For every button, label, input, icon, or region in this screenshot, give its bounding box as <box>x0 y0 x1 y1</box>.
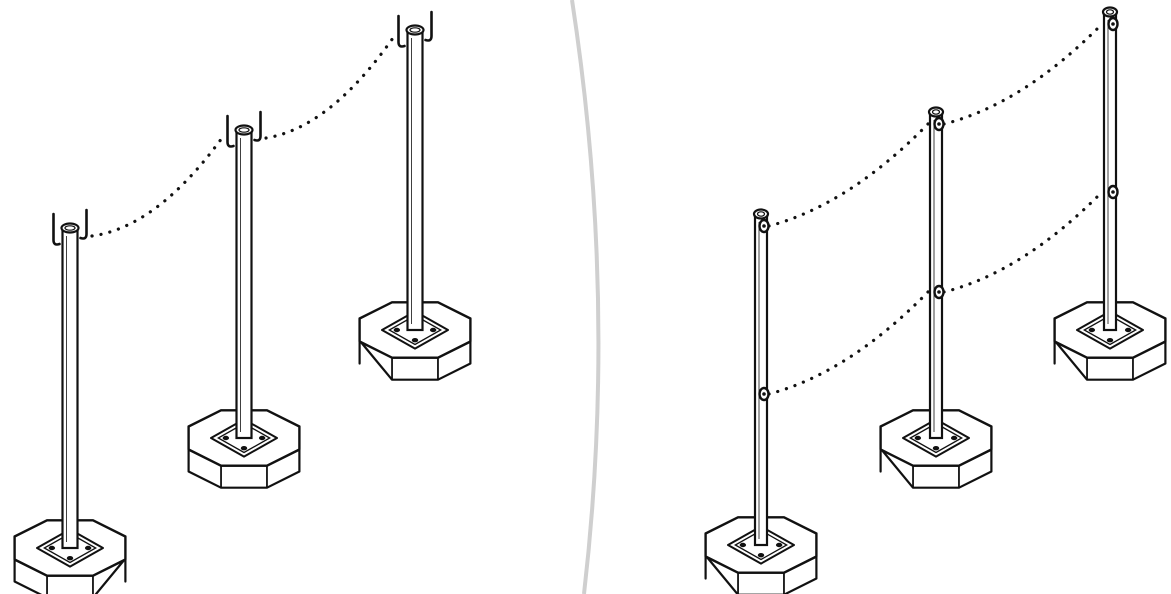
rope-clip <box>1107 184 1119 200</box>
post-cap-inner <box>409 27 421 33</box>
rope-clip <box>758 218 770 234</box>
rope-clip <box>933 116 945 132</box>
bolt <box>950 435 958 441</box>
bolt <box>429 327 437 333</box>
mount-plate-inner <box>1082 314 1138 346</box>
mount-plate-inner <box>387 314 443 346</box>
bolt <box>932 446 940 451</box>
post-cap <box>927 106 945 118</box>
post-cap-inner <box>64 225 76 231</box>
clip-pin <box>937 122 941 126</box>
bolt <box>393 327 401 333</box>
bolt <box>1106 338 1114 343</box>
post-cap-inner <box>931 109 941 115</box>
clip-pin <box>762 392 766 396</box>
stanchion-post <box>752 208 770 547</box>
post-shaft <box>928 110 944 440</box>
rope-hook <box>226 114 235 148</box>
right-panel-double-rope <box>704 6 1167 594</box>
stanchion-post <box>226 110 262 440</box>
post-cap <box>405 24 425 36</box>
post-cap <box>752 208 770 220</box>
rope <box>942 190 1104 294</box>
clip-pin <box>937 290 941 294</box>
rope <box>767 290 930 396</box>
rope-clip <box>933 284 945 300</box>
stanchion-base <box>879 409 993 489</box>
rope-hook <box>52 212 61 246</box>
panel-divider <box>570 0 601 594</box>
rope <box>90 136 224 238</box>
bolt <box>411 338 419 343</box>
bolt <box>1088 327 1096 333</box>
mount-plate-inner <box>42 532 98 564</box>
post-cap-inner <box>1105 9 1115 15</box>
bolt <box>757 553 765 558</box>
rope-clip <box>1107 16 1119 32</box>
mount-plate-inner <box>908 422 964 454</box>
bolt <box>914 435 922 441</box>
rope-hook <box>253 110 262 142</box>
bolt <box>48 545 56 551</box>
stanchion-post <box>927 106 945 440</box>
post-cap <box>234 124 254 136</box>
post-cap-inner <box>238 127 250 133</box>
bolt <box>84 545 92 551</box>
bolt <box>775 542 783 548</box>
post-cap <box>1101 6 1119 18</box>
bolt <box>222 435 230 441</box>
post-cap <box>60 222 80 234</box>
rope <box>942 22 1104 126</box>
post-shaft <box>235 128 253 440</box>
bolt <box>66 556 74 561</box>
post-shaft <box>1102 10 1118 332</box>
post-shaft <box>753 212 769 547</box>
stanchion-post <box>52 208 88 550</box>
clip-pin <box>762 224 766 228</box>
post-shaft <box>61 226 79 550</box>
stanchion-post <box>397 10 433 332</box>
rope-hook <box>397 14 406 48</box>
mount-plate-inner <box>733 529 789 561</box>
rope <box>767 122 930 228</box>
bolt <box>240 446 248 451</box>
clip-pin <box>1111 190 1115 194</box>
post-shaft <box>406 28 424 332</box>
left-panel-single-rope <box>13 10 472 594</box>
rope-hook <box>79 208 88 240</box>
clip-pin <box>1111 22 1115 26</box>
mount-plate-inner <box>216 422 272 454</box>
bolt <box>258 435 266 441</box>
stanchion-post <box>1101 6 1119 332</box>
rope-hook <box>424 10 433 42</box>
post-cap-inner <box>756 211 766 217</box>
bolt <box>739 542 747 548</box>
rope-clip <box>758 386 770 402</box>
bolt <box>1124 327 1132 333</box>
